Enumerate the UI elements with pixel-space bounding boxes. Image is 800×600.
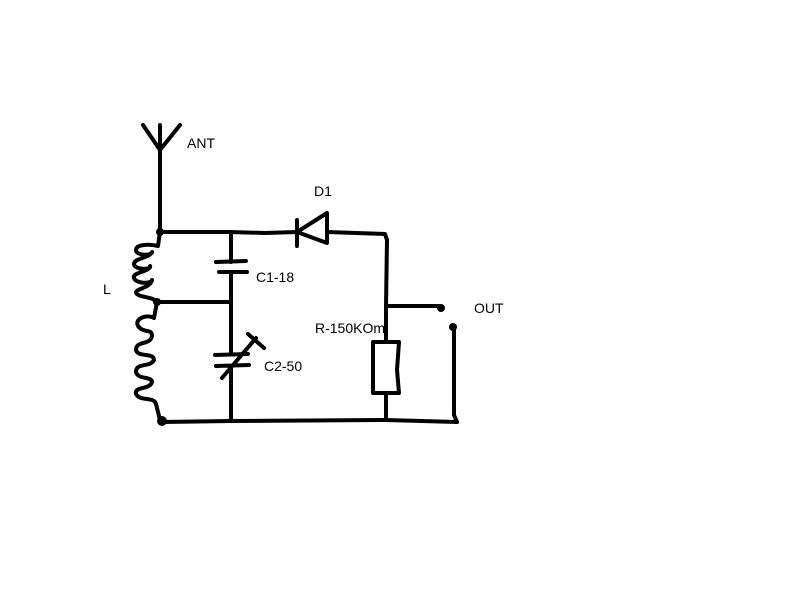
resistor-r	[371, 340, 401, 422]
antenna-symbol	[141, 123, 182, 234]
diode-d1	[295, 211, 389, 248]
variable-capacitor-c2	[213, 332, 266, 422]
antenna-label: ANT	[187, 135, 215, 151]
capacitor-c1-label: C1-18	[256, 269, 294, 285]
inductor-label: L	[103, 281, 111, 297]
inductor-coil	[131, 230, 167, 426]
capacitor-c1	[214, 230, 249, 356]
top-wire	[156, 228, 299, 236]
ground-wire	[160, 418, 459, 424]
resistor-label: R-150KOm	[315, 320, 385, 336]
diode-label: D1	[314, 183, 332, 199]
output-label: OUT	[474, 300, 504, 316]
capacitor-c2-label: C2-50	[264, 358, 302, 374]
output-terminals[interactable]	[384, 304, 459, 424]
right-wire	[384, 238, 389, 343]
